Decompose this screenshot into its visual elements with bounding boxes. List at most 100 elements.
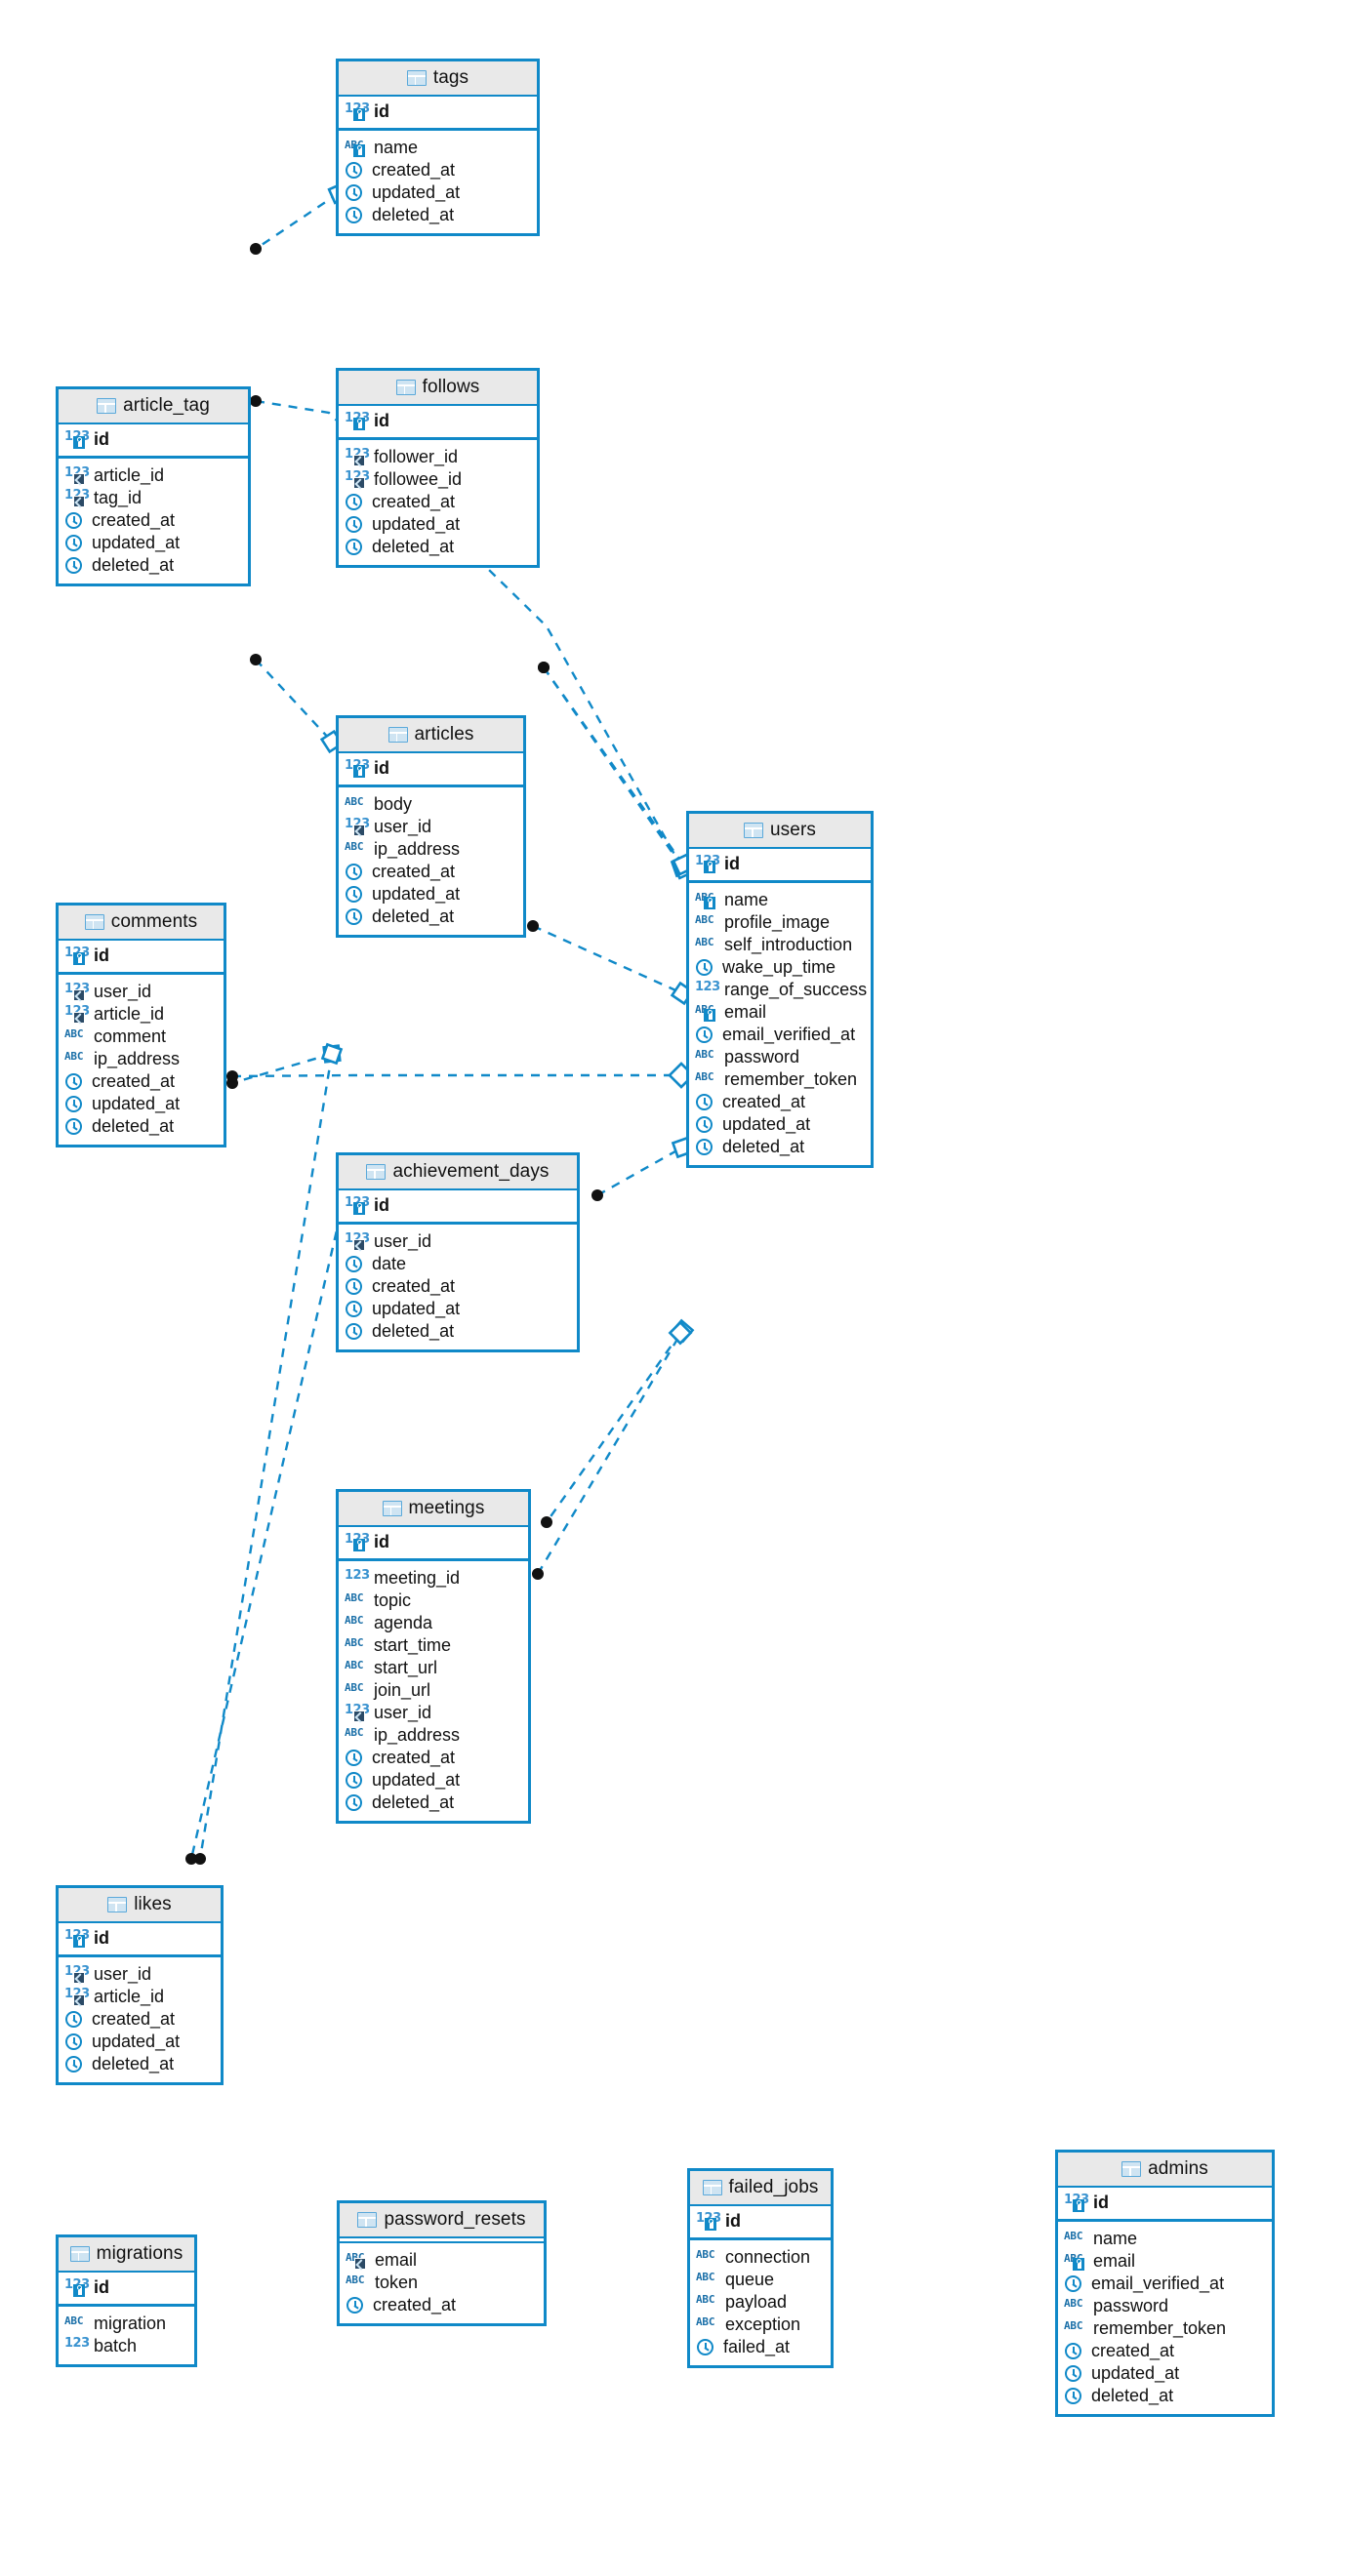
column-row[interactable]: updated_at <box>345 181 537 204</box>
table-failed_jobs[interactable]: failed_jobs 123idABCconnectionABCqueueABC… <box>687 2168 834 2368</box>
table-follows[interactable]: follows123id123follower_id123followee_id… <box>336 368 540 568</box>
column-row[interactable]: created_at <box>345 491 537 513</box>
column-row[interactable]: 123user_id <box>345 1230 577 1253</box>
column-row[interactable]: created_at <box>345 1275 577 1298</box>
table-tags[interactable]: tags123idABCnamecreated_atupdated_atdele… <box>336 59 540 236</box>
column-row[interactable]: 123tag_id <box>64 487 248 509</box>
column-row[interactable]: 123user_id <box>64 981 224 1003</box>
column-row[interactable]: 123id <box>345 1531 528 1553</box>
table-users[interactable]: users 123idABCnameABCprofile_imageABCself… <box>686 811 874 1168</box>
column-row[interactable]: deleted_at <box>64 1115 224 1138</box>
column-row[interactable]: wake_up_time <box>695 956 871 979</box>
column-row[interactable]: updated_at <box>345 1769 528 1791</box>
table-header[interactable]: likes <box>59 1888 221 1923</box>
column-row[interactable]: deleted_at <box>64 554 248 577</box>
table-header[interactable]: tags <box>339 61 537 97</box>
column-row[interactable]: ABCemail <box>346 2249 544 2272</box>
table-header[interactable]: admins <box>1058 2153 1272 2188</box>
column-row[interactable]: email_verified_at <box>695 1024 871 1046</box>
table-likes[interactable]: likes 123id 123user_id123article_idcreated… <box>56 1885 224 2085</box>
table-header[interactable]: articles <box>339 718 523 753</box>
table-meetings[interactable]: meetings123id123meeting_idABCtopicABCage… <box>336 1489 531 1824</box>
column-row[interactable]: created_at <box>346 2294 544 2316</box>
column-row[interactable]: updated_at <box>345 513 537 536</box>
column-row[interactable]: deleted_at <box>345 1320 577 1343</box>
column-row[interactable]: 123id <box>64 1927 221 1950</box>
column-row[interactable]: email_verified_at <box>1064 2273 1272 2295</box>
column-row[interactable]: created_at <box>345 861 523 883</box>
column-row[interactable]: 123user_id <box>64 1963 221 1986</box>
column-row[interactable]: deleted_at <box>345 1791 528 1814</box>
table-admins[interactable]: admins123idABCnameABCemailemail_verified… <box>1055 2150 1275 2417</box>
column-row[interactable]: 123article_id <box>64 1003 224 1026</box>
table-articles[interactable]: articles123idABCbody123user_idABCip_addr… <box>336 715 526 938</box>
column-row[interactable]: 123id <box>696 2210 831 2233</box>
column-row[interactable]: ABCemail <box>695 1001 871 1024</box>
column-row[interactable]: deleted_at <box>695 1136 871 1158</box>
column-row[interactable]: updated_at <box>1064 2362 1272 2385</box>
column-row[interactable]: deleted_at <box>345 906 523 928</box>
table-article_tag[interactable]: article_tag123id123article_id123tag_idcr… <box>56 386 251 586</box>
column-row[interactable]: updated_at <box>64 2031 221 2053</box>
table-header[interactable]: achievement_days <box>339 1155 577 1190</box>
table-header[interactable]: migrations <box>59 2237 194 2273</box>
table-migrations[interactable]: migrations 123idABCmigration123batch <box>56 2234 197 2367</box>
column-row[interactable]: created_at <box>64 2008 221 2031</box>
column-row[interactable]: 123id <box>695 853 871 875</box>
column-row[interactable]: updated_at <box>64 1093 224 1115</box>
column-row[interactable]: deleted_at <box>64 2053 221 2075</box>
column-row[interactable]: 123user_id <box>345 1702 528 1724</box>
table-header[interactable]: meetings <box>339 1492 528 1527</box>
table-header[interactable]: article_tag <box>59 389 248 424</box>
table-header[interactable]: password_resets <box>340 2203 544 2238</box>
column-row[interactable]: 123user_id <box>345 816 523 838</box>
column-row[interactable]: created_at <box>64 1070 224 1093</box>
column-row[interactable]: deleted_at <box>345 536 537 558</box>
column-row[interactable]: deleted_at <box>345 204 537 226</box>
column-row[interactable]: updated_at <box>345 1298 577 1320</box>
column-row[interactable]: 123id <box>345 757 523 780</box>
column-row[interactable]: 123id <box>64 945 224 967</box>
table-comments[interactable]: comments 123id 123user_id123article_idABCc… <box>56 903 226 1147</box>
column-row[interactable]: 123id <box>1064 2192 1272 2214</box>
column-row[interactable]: updated_at <box>695 1113 871 1136</box>
column-row[interactable]: 123id <box>345 101 537 123</box>
column-row[interactable]: updated_at <box>64 532 248 554</box>
column-row[interactable]: deleted_at <box>1064 2385 1272 2407</box>
column-row[interactable]: 123article_id <box>64 1986 221 2008</box>
column-row[interactable]: created_at <box>1064 2340 1272 2362</box>
column-row[interactable]: 123follower_id <box>345 446 537 468</box>
table-header[interactable]: users <box>689 814 871 849</box>
column-row[interactable]: 123id <box>64 428 248 451</box>
column-row[interactable]: date <box>345 1253 577 1275</box>
column-row[interactable]: 123followee_id <box>345 468 537 491</box>
table-achievement_days[interactable]: achievement_days123id123user_iddatecreat… <box>336 1152 580 1352</box>
table-header[interactable]: comments <box>59 906 224 941</box>
column-row[interactable]: 123id <box>64 2276 194 2299</box>
table-header[interactable]: failed_jobs <box>690 2171 831 2206</box>
